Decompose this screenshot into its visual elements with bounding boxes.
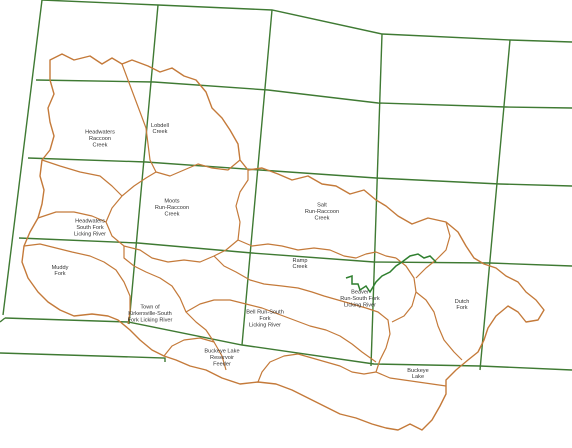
basin-line-d xyxy=(105,170,249,263)
basin-line-a xyxy=(41,159,123,197)
label-line: Dutch xyxy=(455,299,470,305)
label-line: Buckeye Lake xyxy=(204,349,239,355)
label-line: Muddy xyxy=(52,265,69,271)
grid-row-4 xyxy=(4,317,572,371)
label-line: Kirkersville-South xyxy=(128,311,172,317)
basin-line-j xyxy=(185,299,377,363)
basin-line-f xyxy=(23,243,131,325)
label-line: Headwaters xyxy=(75,219,105,225)
grid-row-1 xyxy=(35,79,572,109)
label-line: Feeder xyxy=(213,361,231,367)
label-line: Creek xyxy=(93,142,108,148)
grid-col-2 xyxy=(128,4,159,325)
label-line: Lake xyxy=(412,374,424,380)
label-line: Fork xyxy=(259,316,270,322)
grid-bottom-jog xyxy=(0,352,166,362)
label-line: Salt xyxy=(317,203,327,209)
basin-line-k xyxy=(163,337,215,357)
label-line: Beaver xyxy=(351,290,369,296)
basin-line-b xyxy=(121,63,241,177)
label-line: Creek xyxy=(315,215,330,221)
basin-line-e xyxy=(37,211,107,223)
quadrangle-grid xyxy=(0,0,572,371)
label-line: Run-Raccoon xyxy=(305,209,339,215)
label-line: Fork Licking River xyxy=(128,317,173,323)
label-line: Licking River xyxy=(344,302,376,308)
label-line: Run-South Fork xyxy=(340,296,380,302)
basin-line-n xyxy=(415,221,451,279)
grid-row-2 xyxy=(27,157,572,187)
grid-top-border xyxy=(41,0,572,43)
label-line: Fork xyxy=(456,305,467,311)
label-line: Creek xyxy=(293,264,308,270)
basin-line-p xyxy=(257,353,377,383)
basin-line-l xyxy=(375,371,447,387)
label-line: Reservoir xyxy=(210,355,234,361)
basin-line-i xyxy=(213,255,391,373)
label-line: Town of xyxy=(140,305,160,311)
label-line: Bell Run-South xyxy=(246,310,284,316)
label-line: Raccoon xyxy=(89,136,111,142)
watershed-outer-boundary xyxy=(21,53,545,431)
label-line: Lobdell xyxy=(151,123,169,129)
basin-line-h xyxy=(237,239,397,259)
label-line: Moots xyxy=(164,199,179,205)
label-line: Creek xyxy=(165,211,180,217)
label-line: Licking River xyxy=(74,231,106,237)
label-line: Ramp xyxy=(293,258,308,264)
grid-row-3 xyxy=(18,237,572,267)
label-line: Creek xyxy=(153,129,168,135)
grid-col-3 xyxy=(241,9,273,346)
grid-col-1 xyxy=(2,0,43,316)
label-line: Licking River xyxy=(249,322,281,328)
sub-basin-boundaries xyxy=(23,63,463,387)
grid-left-bottom-edge xyxy=(0,317,6,323)
label-line: South Fork xyxy=(76,225,104,231)
label-line: Fork xyxy=(54,271,65,277)
label-line: Run-Raccoon xyxy=(155,205,189,211)
basin-line-o xyxy=(415,291,463,361)
stream-line xyxy=(345,253,437,294)
label-line: Buckeye xyxy=(407,368,428,374)
basin-line-c xyxy=(121,171,157,197)
label-line: Headwaters xyxy=(85,130,115,136)
grid-col-5 xyxy=(479,39,511,371)
